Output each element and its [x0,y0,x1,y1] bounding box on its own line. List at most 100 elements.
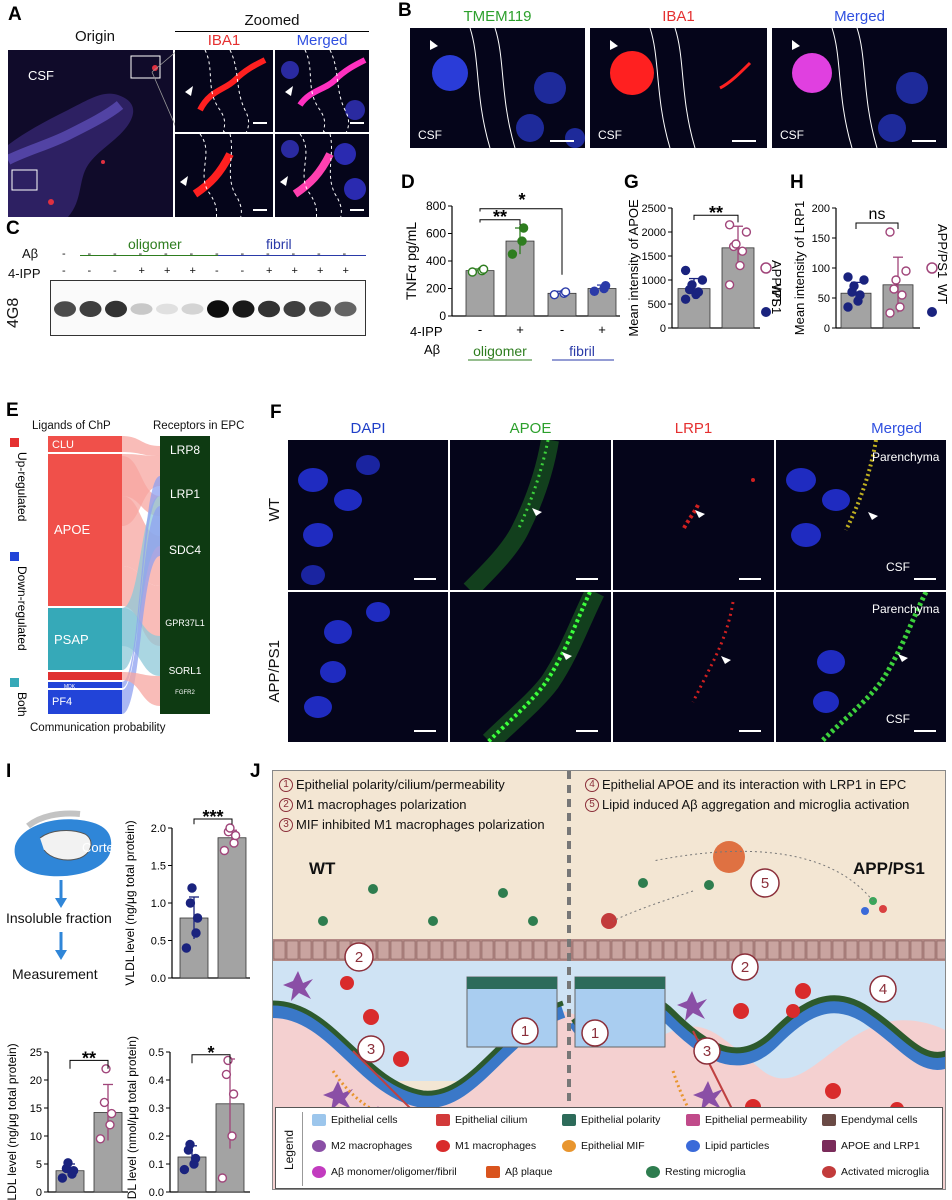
ependymal-cell [702,940,715,960]
merged-header: Merged [296,32,348,49]
panel-label-h: H [790,172,804,193]
ligand-node [48,672,122,680]
data-point [478,264,489,274]
ependymal-cell [936,940,945,960]
ependymal-cell [871,940,884,960]
data-point [185,1139,195,1150]
y-tick-label: 0.5 [151,936,166,948]
sig-bracket [479,219,521,226]
j-num-1a: 1 [521,1023,529,1040]
y-tick-label: 800 [426,199,446,213]
blot-band [232,300,255,318]
schematic-tg-label: APP/PS1 [853,859,925,878]
ligand-label: PF4 [52,696,72,708]
legend-item: Ependymal cells [822,1114,917,1127]
data-point [185,898,196,908]
abeta-sign: - [164,248,168,260]
ependymal-cell [884,940,897,960]
origin-header: Origin [74,28,115,45]
y-tick-label: 0.3 [149,1103,164,1115]
data-point [889,284,899,294]
blot-band [156,303,178,315]
data-point [843,302,853,312]
data-point [217,1173,228,1183]
blot-band [181,303,204,315]
down-square [10,552,19,561]
legend-marker-tg [760,262,772,274]
receptor-label: GPR37L1 [165,618,205,628]
receptor-label: LRP8 [170,443,200,457]
panel-label-d: D [401,172,415,193]
sig-label: *** [202,807,223,827]
y-tick-label: 0 [824,323,830,335]
legend-item: Epithelial cilium [436,1114,527,1127]
zoom-lines [151,50,179,133]
ipp-sign: - [215,265,219,277]
ipp-sign: + [317,265,324,277]
legend-item: Epithelial permeability [686,1114,808,1127]
merged-header-b: Merged [834,8,885,25]
data-point [680,294,691,304]
legend-swatch [562,1140,576,1153]
data-point [181,943,192,953]
blot-band [105,300,127,318]
y-tick-label: 0.5 [149,1047,164,1059]
ipp-sign: + [342,265,349,277]
y-tick-label: 0 [660,323,666,335]
abeta-sign: - [189,248,194,260]
cortex-label: Cortex [82,840,121,855]
ligand-node [48,608,122,670]
zoomed-header: Zoomed [244,12,300,29]
data-point [229,838,239,848]
group-fibril: fibril [569,343,595,359]
abeta-row-label: Aβ [22,246,39,261]
y-tick-label: 2000 [642,227,666,239]
abeta-sign: - [87,248,92,260]
receptors-header: Receptors in EPC [153,420,245,432]
f-col-lrp1: LRP1 [674,420,713,437]
data-point [105,1120,115,1130]
legend-tg: APP/PS1 [769,260,784,314]
legend-swatch [822,1140,836,1153]
y-tick-label: 200 [812,203,830,215]
sig-label: ** [493,207,507,227]
f-col-apoe: APOE [509,420,552,437]
data-point [680,265,691,276]
blot-bands [54,300,357,318]
sig-label: ns [869,206,886,223]
f-col-merged: Merged [871,420,922,437]
j-num-2d: 2 [741,959,749,976]
list-number: 1 [279,777,293,792]
legend-text: Epithelial permeability [705,1114,808,1126]
data-point [517,236,527,246]
y-tick-label: 0.0 [149,1187,164,1199]
legend-item: Lipid particles [686,1140,769,1153]
b-merged-image: CSF [772,28,947,148]
ligand-node [48,454,122,606]
sankey-ribbon [122,672,160,706]
ipp-sign: - [113,265,117,277]
sankey-diagram: Up-regulatedDown-regulatedBothCLUAPOEPSA… [10,436,210,717]
arrow-down-2 [55,932,67,960]
ependymal-cell [910,940,923,960]
data-point [228,1089,239,1099]
legend-text: Epithelial polarity [581,1114,661,1126]
legend-text: Aβ monomer/oligomer/fibril [331,1166,457,1178]
data-point [227,1131,237,1141]
sankey-footer: Communication probability [30,722,166,734]
legend-marker-wt [927,307,937,317]
data-point [95,1134,106,1144]
ependymal-cell [559,940,572,960]
panel-label-a: A [8,4,22,25]
ependymal-cell [455,940,468,960]
origin-image-drawing [8,55,161,217]
sig-bracket [191,1054,231,1064]
legend-wt: WT [769,284,784,304]
ependymal-cell [390,940,403,960]
ependymal-cell [754,940,767,960]
y-axis-label: VLDL level (ng/μg total protein) [123,820,137,985]
legend-title: Legend [282,1130,296,1171]
